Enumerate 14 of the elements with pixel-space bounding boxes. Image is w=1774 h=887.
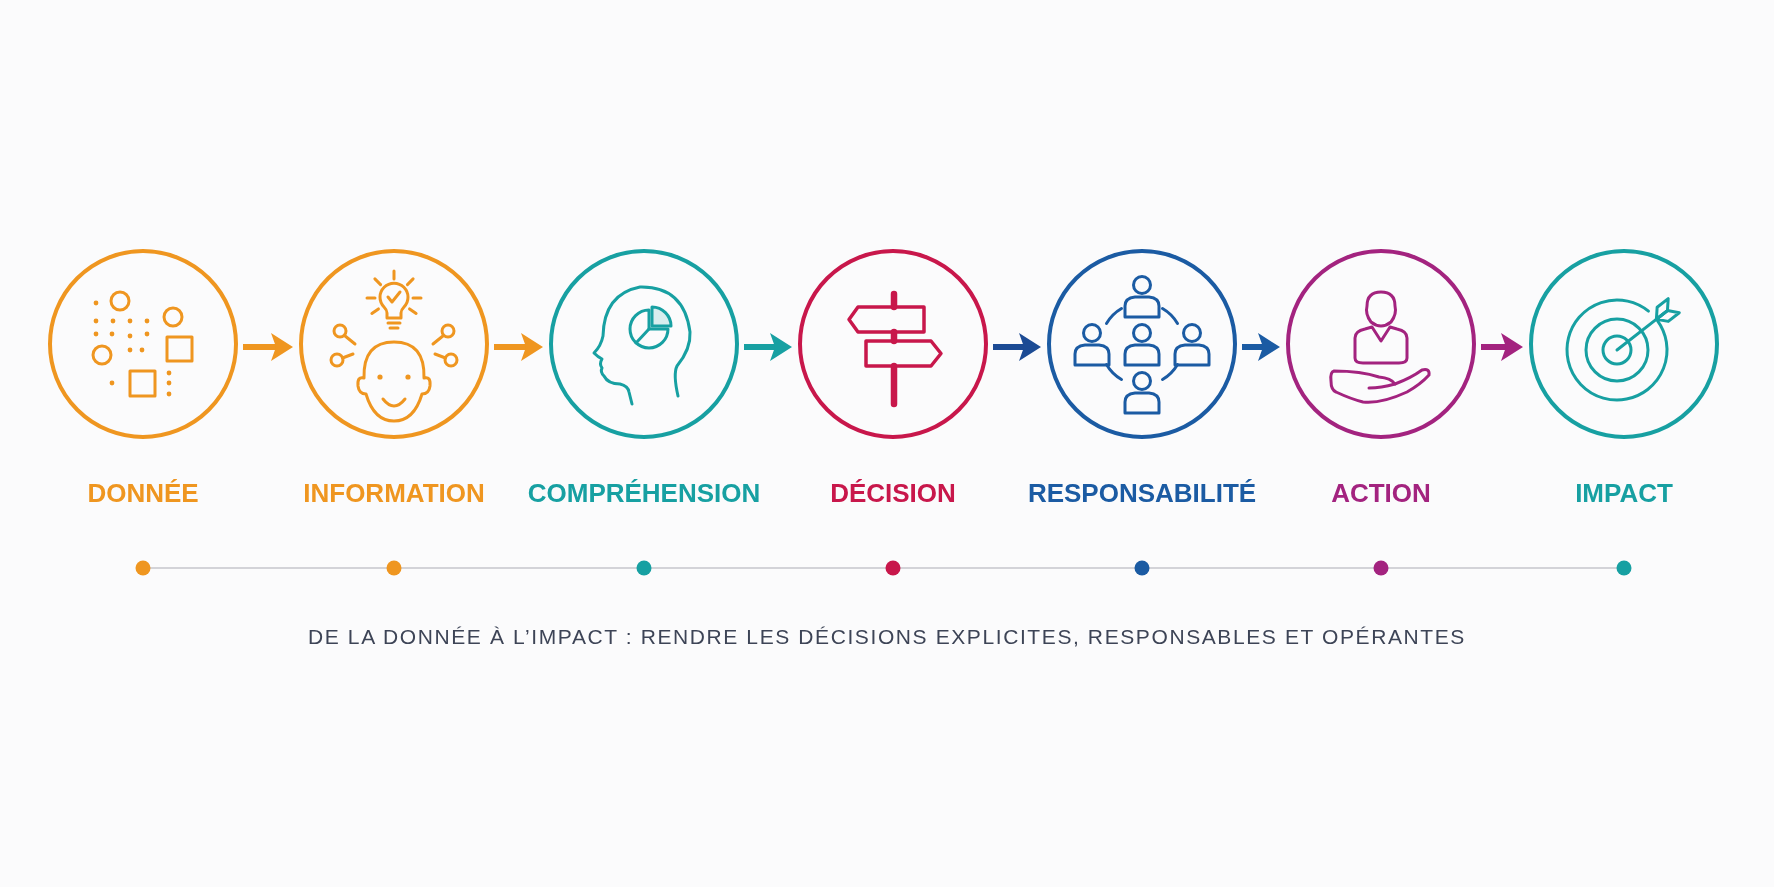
step-label: ACTION (1331, 479, 1431, 509)
arrow (1481, 333, 1523, 361)
arrow (744, 333, 792, 361)
step-label: RESPONSABILITÉ (1027, 479, 1257, 509)
step-label: INFORMATION (303, 479, 485, 509)
caption: DE LA DONNÉE À L’IMPACT : RENDRE LES DÉCISIONS EXPLICITES, RESPONSABLES ET OPÉRANTES (308, 624, 1466, 650)
arrow (494, 333, 543, 361)
step-label: DONNÉE (87, 479, 199, 509)
step-label: DÉCISION (830, 479, 956, 509)
step-label: IMPACT (1575, 479, 1673, 509)
step-label: COMPRÉHENSION (527, 479, 761, 509)
arrow (1242, 333, 1280, 361)
arrow (243, 333, 293, 361)
arrow (993, 333, 1041, 361)
